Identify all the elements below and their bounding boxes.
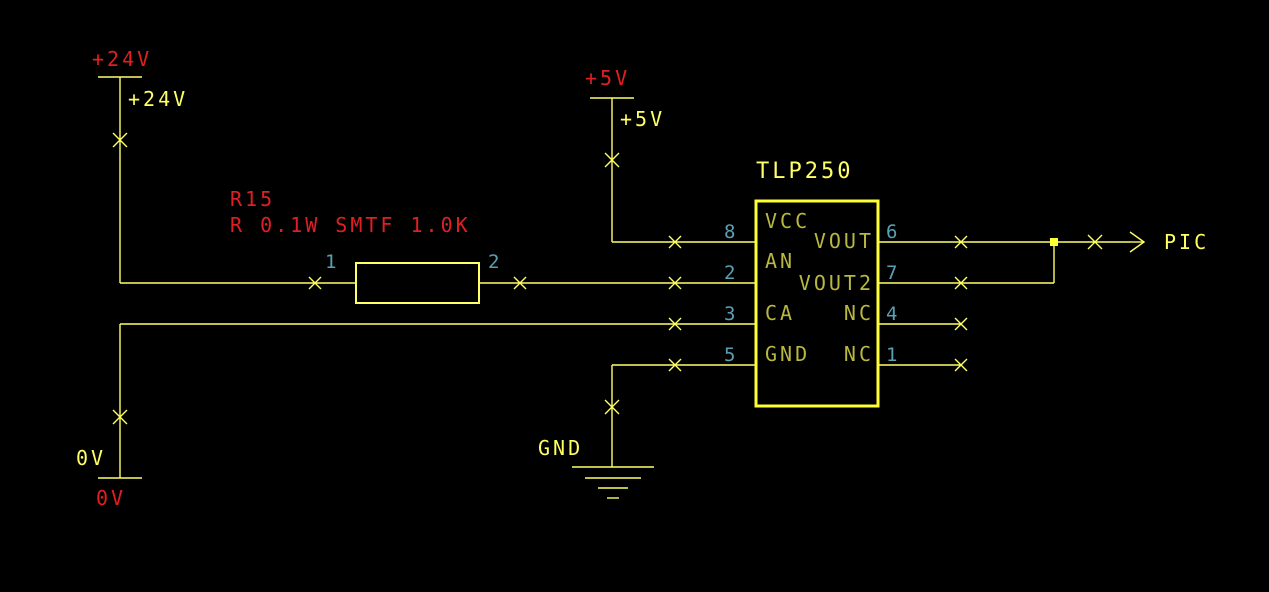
ic-pin-number-4: 4: [886, 303, 900, 325]
port-arrow-pic[interactable]: [1129, 231, 1146, 253]
ic-pin-number-8: 8: [724, 221, 738, 243]
ic-pin-label-vcc: VCC: [765, 209, 810, 233]
output-net: [878, 238, 1130, 284]
resistor-value: R 0.1W SMTF 1.0K: [230, 213, 471, 237]
ic-pin-number-1: 1: [886, 344, 900, 366]
ground-symbol: [572, 364, 756, 499]
ic-pin-label-nc-1: NC: [844, 342, 874, 366]
port-label-pic: PIC: [1164, 230, 1209, 254]
ic-pin-number-5: 5: [724, 344, 738, 366]
ic-pin-label-nc-4: NC: [844, 301, 874, 325]
net-label-5v: +5V: [620, 107, 665, 131]
ic-pin-number-2: 2: [724, 262, 738, 284]
power-label-0v: 0V: [96, 486, 126, 510]
ic-pin-label-an: AN: [765, 249, 795, 273]
power-label-24v: +24V: [92, 47, 152, 71]
resistor-pin1-number: 1: [325, 251, 339, 273]
resistor-r15[interactable]: [355, 262, 480, 304]
net-label-24v: +24V: [128, 87, 188, 111]
ic-pin-label-vout: VOUT: [814, 229, 874, 253]
ic-tlp250-body[interactable]: [754, 199, 880, 408]
x-markers: [112, 132, 1103, 425]
ic-pin-number-7: 7: [886, 262, 900, 284]
resistor-pin2-number: 2: [488, 251, 502, 273]
ic-name: TLP250: [756, 159, 853, 184]
ic-pin-number-3: 3: [724, 303, 738, 325]
power-symbol-0v: [98, 323, 756, 479]
ic-pin-label-ca: CA: [765, 301, 795, 325]
power-symbol-5v: [590, 97, 756, 243]
ic-pin-number-6: 6: [886, 221, 900, 243]
junction-dot: [1050, 238, 1058, 246]
net-label-gnd: GND: [538, 436, 583, 460]
ic-pin-label-vout2: VOUT2: [799, 271, 874, 295]
resistor-ref: R15: [230, 187, 275, 211]
power-label-5v: +5V: [585, 66, 630, 90]
power-symbol-24v: [98, 76, 142, 283]
ic-pin-label-gnd: GND: [765, 342, 810, 366]
net-label-0v: 0V: [76, 446, 106, 470]
